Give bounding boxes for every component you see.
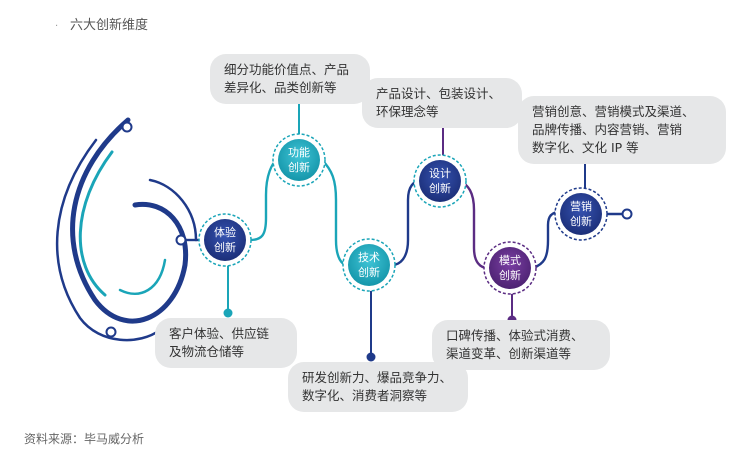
bubble-marketing-line-1: 营销创意、营销模式及渠道、 bbox=[532, 104, 695, 119]
bubble-technology-line-2: 数字化、消费者洞察等 bbox=[302, 388, 428, 403]
svg-text:创新: 创新 bbox=[288, 160, 310, 174]
bubble-model: 口碑传播、体验式消费、 渠道变革、创新渠道等 bbox=[432, 320, 610, 370]
svg-text:设计: 设计 bbox=[429, 167, 451, 180]
bubble-function: 细分功能价值点、产品 差异化、品类创新等 bbox=[210, 54, 370, 104]
bubble-marketing-line-3: 数字化、文化 IP 等 bbox=[532, 140, 639, 155]
node-technology: 技术 创新 bbox=[342, 238, 396, 292]
bubble-connectors bbox=[227, 99, 586, 355]
six-end-dot-bottom bbox=[105, 326, 117, 338]
path-end-dot bbox=[621, 208, 633, 220]
bubble-experience-line-1: 客户体验、供应链 bbox=[169, 326, 270, 341]
bubble-model-line-1: 口碑传播、体验式消费、 bbox=[446, 328, 584, 343]
bubble-technology-line-1: 研发创新力、爆品竞争力、 bbox=[302, 370, 453, 385]
svg-text:创新: 创新 bbox=[570, 214, 592, 228]
svg-text:创新: 创新 bbox=[358, 265, 380, 279]
svg-text:营销: 营销 bbox=[570, 199, 592, 213]
node-design: 设计 创新 bbox=[413, 154, 467, 208]
svg-text:创新: 创新 bbox=[429, 181, 451, 195]
bubble-experience-line-2: 及物流仓储等 bbox=[169, 344, 245, 359]
bubble-function-line-2: 差异化、品类创新等 bbox=[224, 80, 337, 95]
bubble-function-line-1: 细分功能价值点、产品 bbox=[224, 62, 350, 77]
svg-text:体验: 体验 bbox=[214, 225, 236, 239]
connector-path bbox=[186, 158, 622, 270]
svg-text:功能: 功能 bbox=[288, 145, 310, 159]
bubble-experience: 客户体验、供应链 及物流仓储等 bbox=[155, 318, 297, 368]
svg-text:创新: 创新 bbox=[214, 240, 236, 254]
bubble-marketing-line-2: 品牌传播、内容营销、营销 bbox=[532, 122, 683, 137]
six-end-dot-top bbox=[121, 121, 133, 133]
node-marketing: 营销 创新 bbox=[554, 187, 608, 241]
bubble-design: 产品设计、包装设计、 环保理念等 bbox=[362, 78, 522, 128]
node-function: 功能 创新 bbox=[272, 133, 326, 187]
page-title: 六大创新维度 bbox=[70, 18, 149, 33]
svg-text:模式: 模式 bbox=[499, 254, 521, 267]
six-logo bbox=[55, 117, 198, 342]
bubble-technology: 研发创新力、爆品竞争力、 数字化、消费者洞察等 bbox=[288, 362, 468, 412]
bubble-marketing: 营销创意、营销模式及渠道、 品牌传播、内容营销、营销 数字化、文化 IP 等 bbox=[518, 96, 726, 164]
bubble-design-line-1: 产品设计、包装设计、 bbox=[376, 86, 502, 101]
title-bullet: . bbox=[55, 18, 59, 29]
node-experience: 体验 创新 bbox=[198, 213, 252, 267]
svg-text:创新: 创新 bbox=[499, 268, 521, 282]
bubble-model-line-2: 渠道变革、创新渠道等 bbox=[446, 346, 572, 361]
svg-text:技术: 技术 bbox=[358, 251, 380, 264]
source-note: 资料来源：毕马威分析 bbox=[24, 432, 145, 446]
bubble-design-line-2: 环保理念等 bbox=[376, 104, 439, 119]
path-start-dot bbox=[175, 234, 187, 246]
node-model: 模式 创新 bbox=[483, 241, 537, 295]
